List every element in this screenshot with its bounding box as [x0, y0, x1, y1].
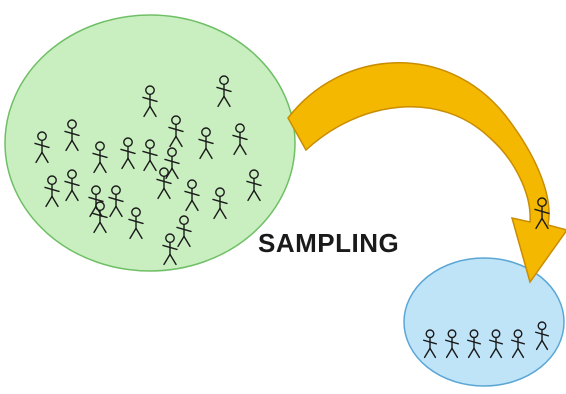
person-icon	[156, 167, 172, 200]
population-circle	[4, 14, 296, 272]
person-icon	[92, 141, 108, 174]
sampling-arrow	[287, 62, 566, 284]
person-icon	[34, 131, 50, 164]
person-icon	[535, 321, 549, 351]
person-icon	[64, 119, 80, 152]
person-icon	[212, 187, 228, 220]
person-icon	[120, 137, 136, 170]
person-icon	[128, 207, 144, 240]
person-icon	[467, 329, 481, 359]
people-group	[34, 75, 550, 359]
person-icon	[168, 115, 184, 148]
person-icon	[44, 175, 60, 208]
person-icon	[216, 75, 232, 108]
person-icon	[198, 127, 214, 160]
person-icon	[511, 329, 525, 359]
person-icon	[108, 185, 124, 218]
person-icon	[534, 197, 550, 230]
person-icon	[92, 201, 108, 234]
person-icon	[142, 85, 158, 118]
person-icon	[162, 233, 178, 266]
person-icon	[423, 329, 437, 359]
person-icon	[142, 139, 158, 172]
person-icon	[489, 329, 503, 359]
person-icon	[164, 147, 180, 180]
sample-circle	[403, 257, 565, 387]
sampling-label: SAMPLING	[258, 228, 400, 258]
person-icon	[184, 179, 200, 212]
person-icon	[64, 169, 80, 202]
person-icon	[88, 185, 104, 218]
person-icon	[246, 169, 262, 202]
person-icon	[445, 329, 459, 359]
person-icon	[176, 215, 192, 248]
person-icon	[232, 123, 248, 156]
